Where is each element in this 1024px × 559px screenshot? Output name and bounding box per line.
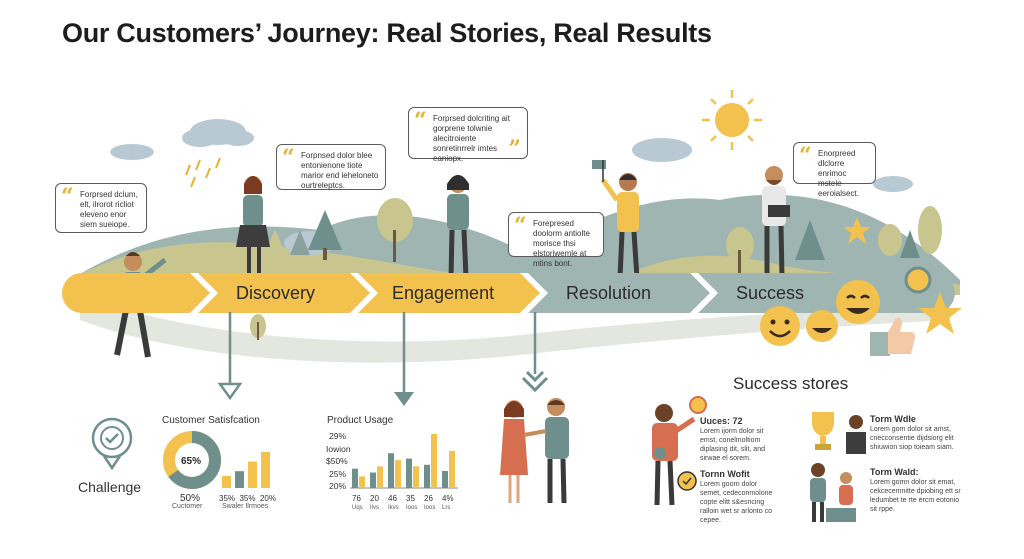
emoji-cluster [760,266,962,356]
smile-emoji-icon [760,306,800,346]
arrow-down-icon [521,376,549,393]
bubble-text: Forpnsed dolor blee entonienone tiote ma… [301,151,379,190]
satisfaction-bar [222,476,231,488]
handshake-illustration [500,398,569,504]
grin-emoji-icon [806,310,838,342]
medal-icon [904,266,932,294]
usage-x-category: lIvs [370,505,379,511]
usage-bar [442,470,448,488]
happy-emoji-icon [836,280,880,324]
arrow-down-icon [394,392,414,406]
usage-x-category: Ioos [406,505,418,511]
usage-x-category: Uqs [352,505,363,511]
donut-label: 65% [181,456,202,467]
usage-x-value: 46 [388,494,397,503]
thumbs-up-icon [870,332,890,356]
usage-bar [359,476,365,488]
person-figure [652,396,707,506]
bubble-text: Forprsed dclum, elt, ilrorot ricliot ele… [80,190,138,229]
satisfaction-bar [235,471,244,488]
usage-x-value: 20 [370,494,379,503]
story-4-name: Torm Wald: [870,467,919,477]
usage-x-value: 76 [352,494,361,503]
story-4-text: Lorem gomn dolor sit emat, cekcecemnitte… [870,479,961,513]
satisfaction-title: Customer Satisfcation [162,415,260,426]
usage-bar [395,460,401,488]
satisfaction-bar [248,461,257,488]
usage-bar [388,453,394,488]
stage-success: Success [736,283,805,303]
person-figure [236,176,270,275]
usage-bar [449,450,455,488]
person-figure [447,175,469,279]
usage-bar [413,466,419,488]
cloud-icon [110,119,913,255]
usage-x-value: 35 [406,494,415,503]
story-1-text: Lorem ijorm dolor sit emst, conelmoltiom… [700,428,765,462]
journey-timeline [62,273,955,313]
usage-bar [406,458,412,488]
usage-bar [370,472,376,488]
bubble-text: Forprsed dolcriting ait gorprene tolwnie… [433,114,510,163]
usage-x-category: Lrs [442,505,451,511]
usage-bar [377,466,383,488]
story-3-text: Lorem goorn dolor semet, cedeconmolone c… [700,481,773,524]
usage-bar [424,464,430,488]
usage-bar [352,468,358,488]
usage-chart [350,433,458,489]
satisfaction-caption: Cuctomer [172,503,203,510]
family-illustration [810,463,856,522]
usage-x-category: Ikvs [388,505,399,511]
testimonial-bubble-5: “Enorpreed dlclorre enrimoc mstele eeroi… [793,142,876,198]
testimonial-bubble-3: “Forprsed dolcriting ait gorprene tolwni… [408,107,528,163]
testimonial-bubble-4: “Forepresed doolorm antiolte morisce ths… [508,212,604,268]
star-icon [918,292,962,334]
stage-discovery: Discovery [236,283,316,303]
bubble-text: Enorpreed dlclorre enrimoc mstele eeroia… [818,149,859,198]
page-title: Our Customers’ Journey: Real Stories, Re… [62,18,712,48]
testimonial-bubble-2: “Forpnsed dolor blee entonienone tiote m… [276,144,386,190]
badge-check-icon [91,417,133,471]
trophy-illustration [812,412,866,454]
star-icon [843,217,871,244]
bar-caption: Swaler Ilrmoes [222,503,269,510]
donut-segment [163,431,221,489]
story-2-name: Torm Wdle [870,414,916,424]
story-2-text: Lorem gom dolor sit amst, cnecconsentie … [870,426,954,451]
rain-icon [185,157,221,188]
sun-icon [702,90,762,150]
usage-x-category: Ioos [424,505,436,511]
bar-labels: 35% 35% 20% [219,494,276,503]
story-1-name: Uuces: 72 [700,416,743,426]
bubble-text: Forepresed doolorm antiolte morisce thsi… [533,219,590,268]
usage-title: Product Usage [327,415,394,426]
satisfaction-value: 50% [180,493,201,504]
usage-bar [431,433,437,488]
usage-x-value: 4% [442,494,454,503]
testimonial-bubble-1: “Forprsed dclum, elt, ilrorot ricliot el… [55,183,147,233]
arrow-down-icon [217,382,243,401]
stage-engagement: Engagement [392,283,495,303]
satisfaction-bar [261,452,270,488]
person-figure [762,166,790,279]
usage-x-value: 26 [424,494,433,503]
usage-y-ticks: 29% Iowion $50% 25% 20% [326,431,351,491]
story-3-name: Tornn Wofit [700,469,750,479]
stage-connectors [217,312,549,406]
stage-resolution: Resolution [566,283,652,303]
satisfaction-chart [163,431,270,489]
challenge-label: Challenge [78,479,142,495]
tree-icon [265,198,942,275]
person-figure [592,160,640,279]
success-heading: Success stores [733,374,849,393]
medal-icon [677,471,697,491]
